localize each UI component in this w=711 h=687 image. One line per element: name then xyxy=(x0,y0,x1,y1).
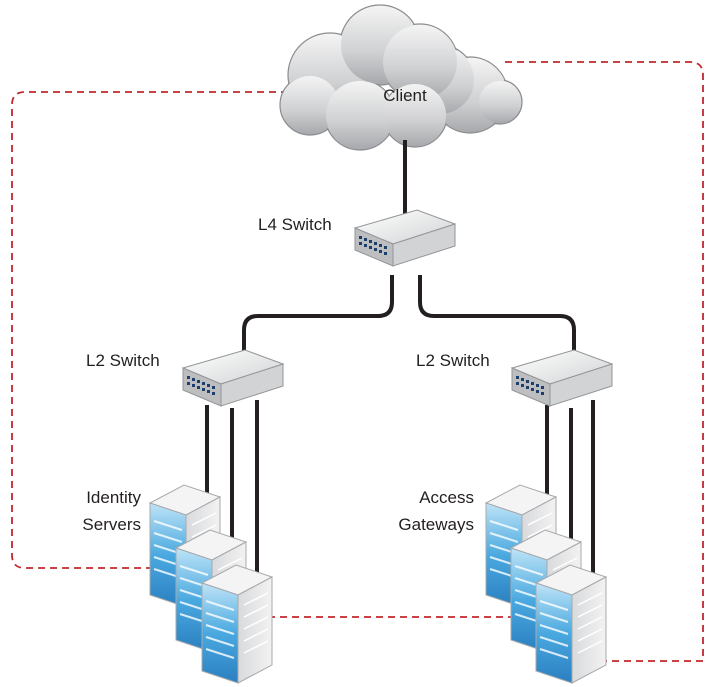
dashed-link-left xyxy=(11,91,300,569)
access-gateways-label-line1: Access xyxy=(419,488,474,507)
l2-switch-left-icon xyxy=(181,349,285,407)
l4-switch-icon xyxy=(353,209,457,267)
l2-switch-left-label: L2 Switch xyxy=(86,351,160,370)
cable-l4-to-left-l2 xyxy=(242,275,394,365)
dashed-link-top-right xyxy=(505,61,704,660)
l4-switch-label: L4 Switch xyxy=(258,215,332,234)
l2-switch-right-label: L2 Switch xyxy=(416,351,490,370)
identity-servers-label-line2: Servers xyxy=(82,515,141,534)
access-gateways-label-line2: Gateways xyxy=(398,515,474,534)
l2-switch-right-icon xyxy=(510,349,614,407)
client-label: Client xyxy=(383,86,427,105)
cloud-icon xyxy=(279,4,523,151)
cable-l4-to-right-l2 xyxy=(418,275,576,365)
identity-server-3-icon xyxy=(200,564,274,684)
identity-servers-label-line1: Identity xyxy=(86,488,141,507)
access-gateway-3-icon xyxy=(534,564,608,684)
